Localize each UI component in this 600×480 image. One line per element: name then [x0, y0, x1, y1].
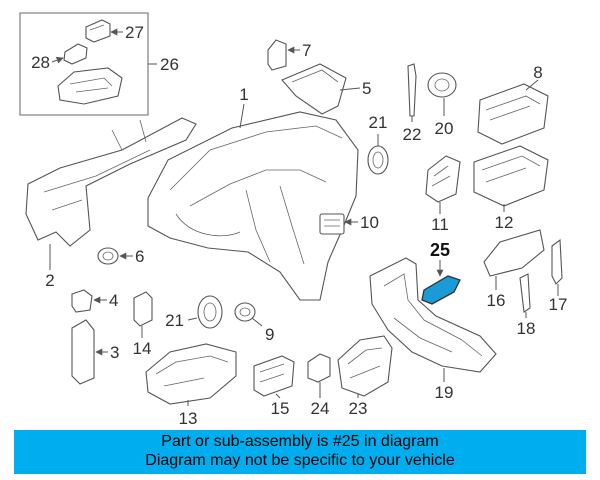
info-banner: Part or sub-assembly is #25 in diagram D…	[14, 430, 586, 474]
part-5[interactable]	[281, 63, 361, 115]
callout-8: 8	[533, 63, 542, 82]
parts-diagram: 1 2 3 4 5 6 7 8 9 10 11 12 13 14 15 16 1…	[19, 12, 567, 428]
part-15[interactable]	[253, 355, 295, 399]
banner-line-2: Diagram may not be specific to your vehi…	[145, 452, 455, 469]
callout-26: 26	[160, 55, 179, 74]
part-1[interactable]	[147, 103, 359, 301]
callout-23: 23	[349, 399, 368, 418]
callout-2: 2	[45, 271, 54, 290]
callout-20: 20	[435, 119, 454, 138]
callout-10: 10	[360, 213, 379, 232]
callout-3: 3	[110, 343, 119, 362]
part-11[interactable]	[425, 155, 461, 214]
callout-27: 27	[125, 23, 144, 42]
part-20[interactable]	[427, 72, 457, 116]
part-25[interactable]	[421, 260, 461, 305]
callout-25: 25	[430, 240, 450, 260]
part-22[interactable]	[407, 63, 417, 122]
part-21-upper[interactable]	[367, 134, 389, 175]
part-24[interactable]	[307, 353, 331, 398]
callout-13: 13	[179, 409, 198, 428]
callout-9: 9	[265, 325, 274, 344]
banner-line-1: Part or sub-assembly is #25 in diagram	[161, 433, 439, 450]
part-16[interactable]	[483, 229, 545, 290]
part-26[interactable]	[57, 67, 123, 105]
callout-16: 16	[487, 291, 506, 310]
part-13[interactable]	[145, 343, 237, 406]
callout-18: 18	[517, 319, 536, 338]
callout-15: 15	[271, 399, 290, 418]
callout-1: 1	[239, 85, 248, 104]
part-17[interactable]	[551, 238, 563, 296]
callout-5: 5	[362, 79, 371, 98]
part-18[interactable]	[519, 273, 531, 318]
callout-12: 12	[495, 213, 514, 232]
callout-11: 11	[431, 215, 449, 234]
part-3[interactable]	[71, 319, 108, 385]
part-8[interactable]	[477, 79, 549, 145]
callout-28: 28	[31, 53, 50, 72]
part-19[interactable]	[369, 257, 497, 382]
part-7[interactable]	[267, 39, 300, 71]
part-14[interactable]	[133, 291, 153, 338]
callout-19: 19	[435, 383, 454, 402]
callout-21-lower: 21	[165, 311, 184, 330]
callout-6: 6	[135, 247, 144, 266]
callout-22: 22	[403, 125, 422, 144]
part-10[interactable]	[319, 213, 358, 235]
part-9[interactable]	[234, 302, 263, 327]
callout-17: 17	[549, 295, 568, 314]
callout-labels: 1 2 3 4 5 6 7 8 9 10 11 12 13 14 15 16 1…	[31, 23, 567, 428]
part-21-lower[interactable]	[187, 295, 223, 329]
callout-4: 4	[109, 291, 118, 310]
part-6[interactable]	[97, 247, 133, 265]
part-23[interactable]	[337, 335, 393, 398]
part-28[interactable]	[51, 43, 88, 65]
part-4[interactable]	[71, 289, 107, 313]
callout-24: 24	[311, 399, 330, 418]
callout-14: 14	[133, 339, 152, 358]
part-27[interactable]	[85, 19, 123, 43]
part-2[interactable]	[25, 117, 197, 270]
callout-7: 7	[302, 41, 311, 60]
callout-21-upper: 21	[369, 113, 388, 132]
part-12[interactable]	[473, 145, 549, 212]
